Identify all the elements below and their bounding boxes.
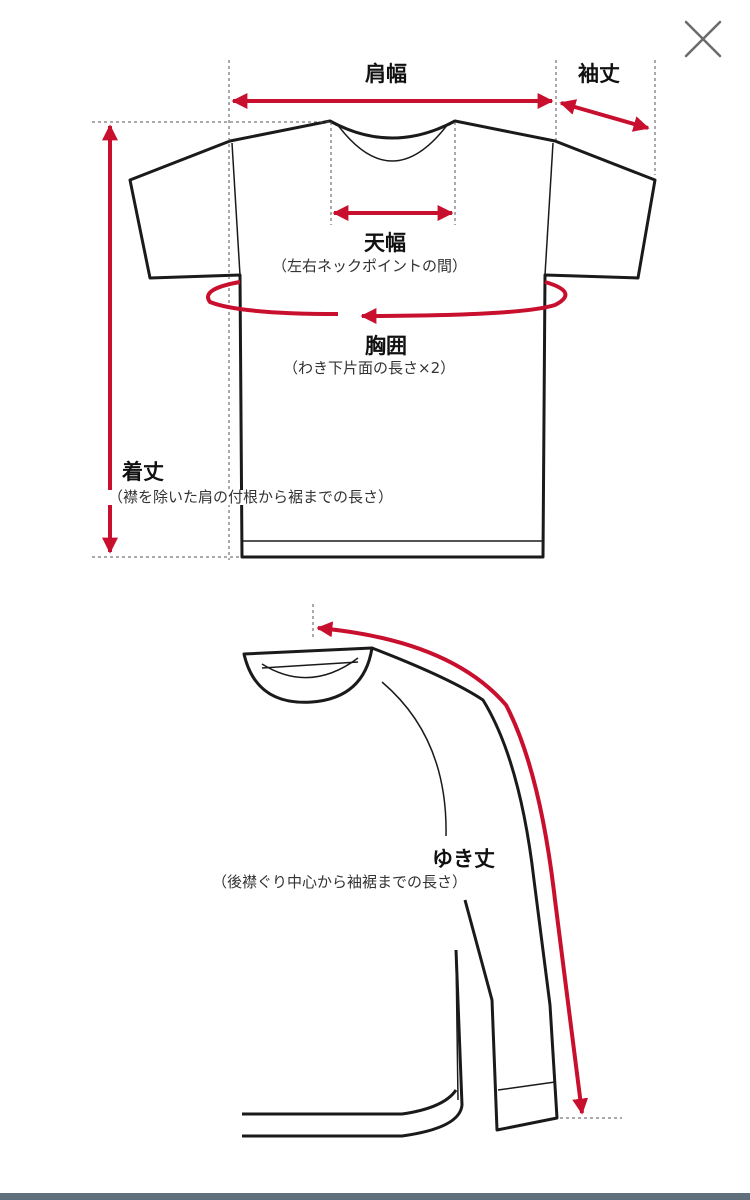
neck-width-note: （左右ネックポイントの間）	[272, 257, 468, 275]
tshirt-outline	[128, 119, 657, 559]
shoulder-width-label: 肩幅	[365, 62, 407, 86]
yuki-length-arrow	[316, 621, 589, 1115]
sleeve-length-arrow	[559, 99, 650, 132]
close-button[interactable]	[680, 16, 726, 62]
chest-ellipse-front	[206, 280, 339, 316]
body-length-label: 着丈	[122, 460, 164, 484]
sweatshirt-guides	[312, 604, 622, 1119]
chest-label: 胸囲	[365, 334, 407, 358]
neck-width-label: 天幅	[364, 231, 406, 255]
bottom-edge-strip	[0, 1193, 750, 1200]
tshirt-measure-arrows	[102, 93, 650, 554]
chest-note: （わき下片面の長さ×2）	[283, 359, 456, 377]
sleeve-length-label: 袖丈	[578, 62, 620, 86]
yuki-length-note: （後襟ぐり中心から袖裾までの長さ）	[212, 873, 468, 891]
body-length-note: （襟を除いた肩の付根から裾までの長さ）	[108, 488, 394, 506]
tshirt-guides	[92, 60, 656, 560]
sweatshirt-outline	[242, 646, 559, 1138]
close-icon	[684, 20, 722, 58]
yuki-length-label: ゆき丈	[432, 847, 495, 871]
sweatshirt-measure-arrows	[316, 621, 589, 1115]
tshirt-details	[231, 123, 554, 542]
chest-ellipse-back	[360, 280, 568, 324]
